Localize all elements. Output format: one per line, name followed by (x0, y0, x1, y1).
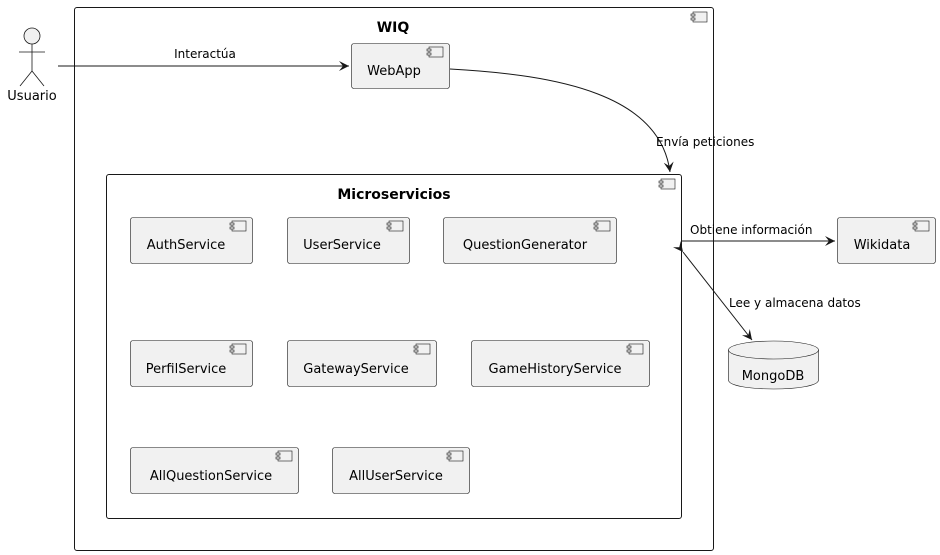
gamehistoryservice-component-icon (626, 343, 644, 355)
questiongenerator-component-icon (593, 220, 611, 232)
gamehistoryservice-label: GameHistoryService (489, 362, 622, 377)
alluserservice-label: AllUserService (349, 469, 443, 484)
questiongenerator-label: QuestionGenerator (463, 238, 588, 253)
wikidata-label: Wikidata (854, 238, 911, 253)
gamehistoryservice-component: GameHistoryService (471, 340, 650, 387)
actor-head (23, 27, 41, 45)
userservice-component: UserService (287, 217, 410, 264)
allquestionservice-component-icon (275, 450, 293, 462)
mongodb-label: MongoDB (742, 369, 805, 384)
allquestionservice-component: AllQuestionService (130, 447, 299, 494)
allquestionservice-label: AllQuestionService (150, 469, 272, 484)
questiongenerator-component: QuestionGenerator (443, 217, 617, 264)
gatewayservice-component-icon (413, 343, 431, 355)
alluserservice-component: AllUserService (332, 447, 470, 494)
edge-label-obtiene-informacion: Obtiene información (690, 223, 812, 237)
edge-label-envia-peticiones: Envía peticiones (656, 135, 754, 149)
wikidata-component-icon (912, 220, 930, 232)
gatewayservice-component: GatewayService (287, 340, 437, 387)
webapp-component-icon (426, 46, 444, 58)
wikidata-component: Wikidata (837, 217, 936, 264)
edge-usuario-webapp: Interactúa (58, 47, 349, 71)
alluserservice-component-icon (446, 450, 464, 462)
authservice-component-icon (229, 220, 247, 232)
wiq-component-icon (690, 11, 708, 23)
usuario-label: Usuario (7, 89, 56, 104)
userservice-component-icon (386, 220, 404, 232)
usuario-actor: Usuario (7, 27, 57, 104)
microservicios-component-icon (658, 178, 676, 190)
gatewayservice-label: GatewayService (303, 362, 408, 377)
edge-microservicios-mongodb: Lee y almacena datos (672, 241, 861, 341)
edge-webapp-microservicios: Envía peticiones (449, 68, 754, 173)
wiq-title: WIQ (377, 20, 410, 36)
perfilservice-label: PerfilService (146, 362, 227, 377)
userservice-label: UserService (303, 238, 381, 253)
edge-microservicios-wikidata: Obtiene información (682, 223, 835, 246)
webapp-label: WebApp (367, 64, 421, 79)
perfilservice-component-icon (229, 343, 247, 355)
edge-label-interactua: Interactúa (174, 47, 236, 61)
webapp-component: WebApp (351, 43, 450, 89)
authservice-component: AuthService (130, 217, 253, 264)
edge-label-lee-almacena: Lee y almacena datos (729, 296, 861, 310)
microservicios-title: Microservicios (337, 187, 450, 203)
authservice-label: AuthService (147, 238, 226, 253)
mongodb-database: MongoDB (728, 340, 819, 390)
perfilservice-component: PerfilService (130, 340, 253, 387)
